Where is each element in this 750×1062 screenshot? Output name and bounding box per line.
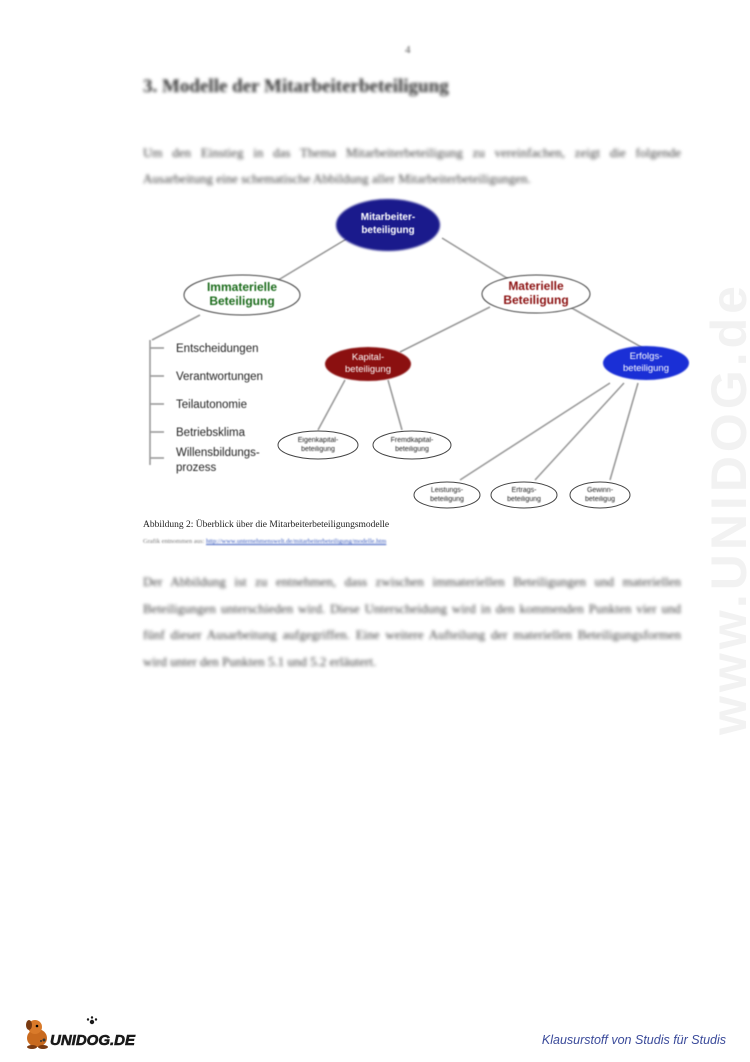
node-material-line1: Materielle (508, 279, 564, 293)
node-profit-line2: beteiligug (585, 496, 615, 503)
node-debt: Fremdkapital- beteiligung (372, 430, 452, 460)
intro-paragraph: Um den Einstieg in das Thema Mitarbeiter… (143, 145, 681, 186)
list-item: Entscheidungen (176, 343, 258, 355)
list-item: Betriebsklima (176, 427, 246, 439)
node-debt-line1: Fremdkapital- (391, 437, 434, 444)
node-capital: Kapital- beteiligung (325, 347, 411, 381)
connector-material-success (569, 306, 651, 353)
node-success: Erfolgs- beteiligung (603, 346, 689, 380)
node-material: Materielle Beteiligung (481, 274, 591, 314)
connector-success-revenue (534, 382, 625, 481)
node-revenue-line2: beteiligung (507, 496, 541, 503)
connector-material-capital (399, 306, 491, 353)
list-item: Verantwortungen (176, 371, 263, 383)
connector-immaterial-list (151, 314, 201, 341)
unidog-logo[interactable]: UNIDOG.DE (22, 1016, 162, 1050)
node-equity-line2: beteiligung (301, 446, 335, 453)
node-equity: Eigenkapital- beteiligung (277, 430, 359, 460)
node-immaterial-line1: Immaterielle (207, 280, 277, 294)
body-paragraph: Der Abbildung ist zu entnehmen, dass zwi… (143, 574, 681, 669)
list-item: prozess (176, 462, 217, 474)
node-success-line2: beteiligung (623, 363, 669, 374)
node-profit: Gewinn- beteiligug (569, 481, 631, 509)
node-capital-line2: beteiligung (345, 364, 391, 375)
list-item: Teilautonomie (176, 399, 247, 411)
node-equity-line1: Eigenkapital- (298, 437, 339, 444)
participation-models-diagram: Mitarbeiter- beteiligung Immaterielle Be… (130, 190, 690, 520)
node-root: Mitarbeiter- beteiligung (336, 199, 440, 251)
connector-success-profit (609, 382, 639, 481)
dog-icon (26, 1020, 48, 1049)
diagram-connectors (149, 237, 651, 481)
logo-text: UNIDOG.DE (50, 1032, 136, 1049)
connector-capital-debt (387, 379, 403, 431)
node-immaterial: Immaterielle Beteiligung (183, 274, 301, 316)
connector-capital-equity (317, 379, 346, 431)
page-number: 4 (405, 44, 411, 56)
node-performance-line2: beteiligung (430, 496, 464, 503)
node-performance-line1: Leistungs- (431, 487, 464, 494)
connector-root-immaterial (269, 237, 349, 286)
watermark: www.UNIDOG.de (701, 282, 750, 735)
section-heading: 3. Modelle der Mitarbeiterbeteiligung (143, 76, 449, 97)
connector-root-material (441, 237, 511, 281)
node-root-line1: Mitarbeiter- (361, 212, 415, 223)
footer-tagline: Klausurstoff von Studis für Studis (541, 1033, 726, 1047)
figure-caption: Abbildung 2: Überblick über die Mitarbei… (143, 520, 390, 530)
node-profit-line1: Gewinn- (587, 487, 614, 494)
figure-source-prefix: Grafik entnommen aus: (143, 538, 205, 545)
node-success-line1: Erfolgs- (630, 351, 663, 362)
node-performance: Leistungs- beteiligung (413, 481, 481, 509)
figure-source-link[interactable]: http://www.unternehmenswelt.de/mitarbeit… (206, 538, 387, 545)
node-immaterial-line2: Beteiligung (209, 294, 274, 308)
connector-success-performance (459, 382, 611, 481)
node-capital-line1: Kapital- (352, 352, 384, 363)
node-material-line2: Beteiligung (503, 293, 568, 307)
node-revenue: Ertrags- beteiligung (490, 481, 558, 509)
figure-source: Grafik entnommen aus: http://www.unterne… (143, 538, 386, 545)
list-item: Willensbildungs- (176, 447, 260, 459)
immaterial-list: Entscheidungen Verantwortungen Teilauton… (176, 343, 263, 474)
node-root-line2: beteiligung (361, 225, 414, 236)
node-revenue-line1: Ertrags- (512, 487, 538, 494)
node-debt-line2: beteiligung (395, 446, 429, 453)
paw-icon (86, 1016, 98, 1025)
